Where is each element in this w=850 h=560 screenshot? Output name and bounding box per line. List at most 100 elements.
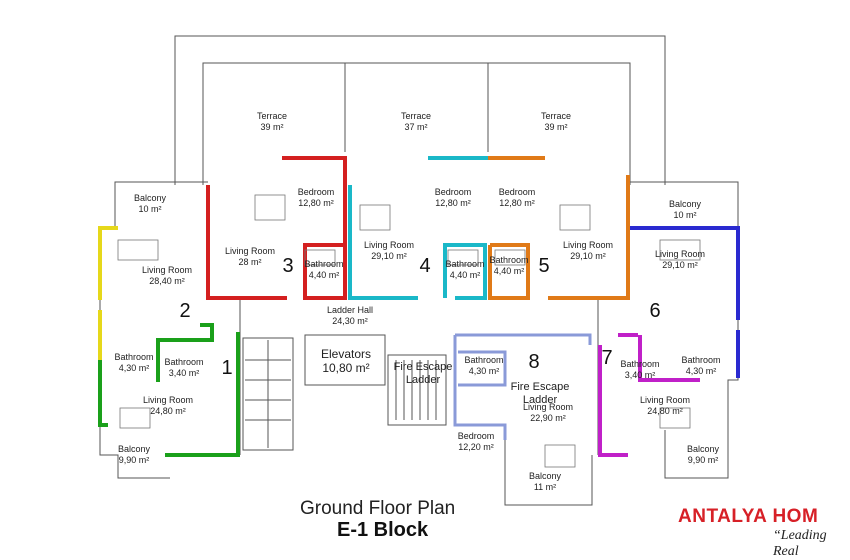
room-area: 24,30 m² <box>332 316 368 326</box>
room-living-8: Living Room 22,90 m² <box>523 402 573 424</box>
unit-number-2: 2 <box>179 300 191 322</box>
room-name: Bathroom <box>489 255 529 265</box>
room-bedroom-4: Bedroom 12,80 m² <box>435 187 472 209</box>
unit-3-walls <box>206 156 347 300</box>
room-name: Balcony <box>117 444 151 454</box>
room-area: 4,40 m² <box>308 270 340 280</box>
unit-number-8: 8 <box>528 351 540 373</box>
room-name: Balcony <box>133 193 167 203</box>
room-fire-escape-right: Fire Escape Ladder <box>511 381 570 407</box>
room-area: 28 m² <box>238 257 262 267</box>
outer-walls <box>99 35 739 506</box>
unit-4-walls <box>348 156 488 300</box>
unit-2-walls <box>98 226 118 360</box>
room-living-5: Living Room 29,10 m² <box>563 240 613 262</box>
room-living-4: Living Room 29,10 m² <box>364 240 414 262</box>
room-area: 10 m² <box>138 204 162 214</box>
room-name: Bathroom <box>304 259 344 269</box>
room-name: Fire Escape <box>510 381 570 393</box>
room-name: Living Room <box>522 402 574 412</box>
room-name: Living Room <box>142 395 194 405</box>
plan-title: Ground Floor Plan <box>300 498 456 519</box>
room-name: Living Room <box>224 246 276 256</box>
room-bathroom-1b: Bathroom 3,40 m² <box>164 357 203 379</box>
brand-tagline: “Leading Real <box>773 528 827 559</box>
room-name: Balcony <box>668 199 702 209</box>
room-name: Terrace <box>540 111 572 121</box>
room-name: Balcony <box>686 444 720 454</box>
furniture <box>117 194 701 468</box>
room-name: Balcony <box>528 471 562 481</box>
room-area: 24,80 m² <box>647 406 683 416</box>
room-name: Ladder Hall <box>326 305 374 315</box>
room-name: Bathroom <box>620 359 660 369</box>
brand-logo-text: ANTALYA HOM <box>678 506 819 527</box>
room-name: Fire Escape <box>393 361 453 373</box>
room-area: 10 m² <box>673 210 697 220</box>
room-name: Terrace <box>400 111 432 121</box>
room-area: 4,30 m² <box>118 363 150 373</box>
room-area: 3,40 m² <box>624 370 656 380</box>
unit-number-5: 5 <box>538 255 550 277</box>
room-name: Living Room <box>654 249 706 259</box>
room-name: Terrace <box>256 111 288 121</box>
room-area: 9,90 m² <box>118 455 150 465</box>
room-living-1: Living Room 24,80 m² <box>143 395 193 417</box>
room-bathroom-4: Bathroom 4,40 m² <box>445 259 484 281</box>
room-area: 28,40 m² <box>149 276 185 286</box>
room-area: 10,80 m² <box>322 361 370 375</box>
room-area: 9,90 m² <box>687 455 719 465</box>
unit-number-3: 3 <box>282 255 294 277</box>
room-balcony-top-left: Balcony 10 m² <box>134 193 166 215</box>
unit-6-walls <box>630 226 740 378</box>
room-name: Living Room <box>562 240 614 250</box>
unit-5-walls <box>488 156 630 300</box>
unit-number-1: 1 <box>221 357 233 379</box>
room-name: Elevators <box>320 347 372 361</box>
room-name: Bedroom <box>297 187 335 197</box>
room-name: Living Room <box>141 265 193 275</box>
room-terrace-right: Terrace 39 m² <box>541 111 571 133</box>
room-terrace-mid: Terrace 37 m² <box>401 111 431 133</box>
room-balcony-bottom-mid: Balcony 11 m² <box>529 471 561 493</box>
room-area: 39 m² <box>544 122 568 132</box>
room-name: Bathroom <box>681 355 721 365</box>
room-name: Living Room <box>639 395 691 405</box>
room-living-2: Living Room 28,40 m² <box>142 265 192 287</box>
room-name: Bathroom <box>114 352 154 362</box>
room-name: Living Room <box>363 240 415 250</box>
room-elevators: Elevators 10,80 m² <box>321 347 371 375</box>
room-area: 4,40 m² <box>449 270 481 280</box>
room-bathroom-8: Bathroom 4,30 m² <box>464 355 503 377</box>
room-area: 29,10 m² <box>662 260 698 270</box>
room-area: 12,20 m² <box>458 442 494 452</box>
room-bathroom-7b: Bathroom 4,30 m² <box>681 355 720 377</box>
room-bathroom-1a: Bathroom 4,30 m² <box>114 352 153 374</box>
room-area: 39 m² <box>260 122 284 132</box>
room-living-7: Living Room 24,80 m² <box>640 395 690 417</box>
room-name: Bedroom <box>434 187 472 197</box>
room-bedroom-3: Bedroom 12,80 m² <box>298 187 335 209</box>
unit-number-4: 4 <box>419 255 431 277</box>
room-name: Bathroom <box>445 259 485 269</box>
room-bathroom-5: Bathroom 4,40 m² <box>489 255 528 277</box>
room-fire-escape-mid: Fire Escape Ladder <box>394 361 453 387</box>
room-bedroom-8: Bedroom 12,20 m² <box>458 431 495 453</box>
room-ladder-hall: Ladder Hall 24,30 m² <box>327 305 373 327</box>
room-balcony-top-right: Balcony 10 m² <box>669 199 701 221</box>
room-area: 4,30 m² <box>468 366 500 376</box>
room-area: 11 m² <box>533 482 557 492</box>
unit-1-walls <box>98 323 240 457</box>
unit-8-walls <box>453 333 592 440</box>
room-balcony-bottom-left: Balcony 9,90 m² <box>118 444 150 466</box>
room-area: 12,80 m² <box>499 198 535 208</box>
room-area: 12,80 m² <box>298 198 334 208</box>
room-bathroom-7a: Bathroom 3,40 m² <box>620 359 659 381</box>
room-area: 24,80 m² <box>150 406 186 416</box>
unit-7-walls <box>598 333 700 457</box>
unit-number-6: 6 <box>649 300 661 322</box>
room-balcony-bottom-right: Balcony 9,90 m² <box>687 444 719 466</box>
room-area: Ladder <box>522 394 558 406</box>
room-area: 29,10 m² <box>570 251 606 261</box>
